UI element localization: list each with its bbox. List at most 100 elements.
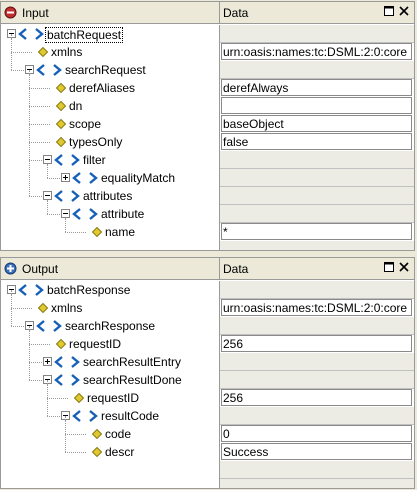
- tree-connector: [47, 200, 48, 214]
- tree-row[interactable]: batchRequest: [1, 25, 414, 43]
- tree-row[interactable]: resultCode: [1, 380, 414, 425]
- value-field[interactable]: derefAlways: [221, 79, 412, 96]
- maximize-icon[interactable]: [383, 5, 395, 17]
- filler-row: [1, 461, 414, 479]
- element-label: equalityMatch: [101, 171, 176, 185]
- attribute-icon: [38, 303, 48, 313]
- element-label: searchResultEntry: [83, 355, 182, 369]
- tree-row[interactable]: batchResponse: [1, 281, 414, 299]
- value-text: 0: [223, 427, 230, 441]
- value-field[interactable]: false: [221, 133, 412, 150]
- tree-row[interactable]: equalityMatch: [1, 164, 414, 187]
- tree-cell: xmlns: [1, 38, 220, 61]
- value-field[interactable]: urn:oasis:names:tc:DSML:2:0:core: [221, 299, 412, 316]
- tree-row[interactable]: descr Success: [1, 416, 414, 461]
- attribute-label: descr: [105, 445, 135, 459]
- element-label: searchResponse: [65, 319, 156, 333]
- tree-row[interactable]: searchRequest: [1, 34, 414, 79]
- tree-row[interactable]: code 0: [1, 420, 414, 443]
- plus-circle-icon[interactable]: [4, 262, 17, 275]
- element-label: filter: [83, 153, 106, 167]
- tree-row[interactable]: scope baseObject: [1, 70, 414, 133]
- close-icon[interactable]: [398, 261, 410, 273]
- value-text: false: [223, 135, 249, 149]
- tree-row[interactable]: attribute: [1, 200, 414, 223]
- attribute-label: dn: [69, 99, 83, 113]
- tree-connector: [29, 88, 50, 89]
- collapse-icon[interactable]: [43, 191, 52, 200]
- value-field[interactable]: [221, 97, 412, 114]
- attribute-icon: [92, 429, 102, 439]
- tree-cell: dn: [1, 70, 220, 115]
- attribute-icon: [92, 227, 102, 237]
- tree-cell: searchResultEntry: [1, 326, 220, 371]
- attribute-label: scope: [69, 117, 102, 131]
- element-icon: [54, 190, 80, 202]
- tree-cell: searchResponse: [1, 290, 220, 335]
- tree-cell: attribute: [1, 200, 220, 223]
- panel-splitter[interactable]: [0, 251, 417, 257]
- attribute-icon: [56, 339, 66, 349]
- data-column-header[interactable]: Data: [223, 6, 249, 20]
- data-column-header[interactable]: Data: [223, 262, 249, 276]
- output-panel-title: Output: [22, 262, 59, 276]
- filler-row: [1, 241, 414, 250]
- tree-row[interactable]: searchResultEntry: [1, 326, 414, 371]
- value-field[interactable]: 256: [221, 389, 412, 406]
- expand-icon[interactable]: [61, 173, 70, 182]
- tree-row[interactable]: filter: [1, 70, 414, 169]
- tree-column-header[interactable]: Output: [1, 258, 220, 279]
- window-buttons: [383, 5, 411, 17]
- tree-row[interactable]: derefAliases derefAlways: [1, 74, 414, 97]
- minus-circle-icon[interactable]: [4, 6, 17, 19]
- tree-cell: [1, 461, 220, 479]
- tree-cell: [1, 241, 220, 250]
- value-text: Success: [223, 445, 269, 459]
- attribute-icon: [38, 47, 48, 57]
- attribute-label: name: [105, 225, 136, 239]
- tree-cell: batchResponse: [1, 281, 220, 299]
- tree-connector: [29, 344, 50, 345]
- tree-row[interactable]: name *: [1, 218, 414, 241]
- tree-connector: [47, 398, 68, 399]
- tree-column-header[interactable]: Input: [1, 2, 220, 23]
- tree-row[interactable]: searchResultDone: [1, 326, 414, 389]
- element-label: searchResultDone: [83, 373, 182, 387]
- tree-row[interactable]: attributes: [1, 70, 414, 205]
- maximize-icon[interactable]: [383, 261, 395, 273]
- value-text: urn:oasis:names:tc:DSML:2:0:core: [223, 45, 408, 59]
- close-icon[interactable]: [398, 5, 410, 17]
- window-buttons: [383, 261, 411, 273]
- collapse-icon[interactable]: [61, 209, 70, 218]
- collapse-icon[interactable]: [43, 155, 52, 164]
- value-field[interactable]: Success: [221, 443, 412, 460]
- element-label: batchResponse: [47, 283, 131, 297]
- element-icon: [54, 374, 80, 386]
- tree-row[interactable]: dn: [1, 70, 414, 115]
- tree-connector: [47, 164, 48, 178]
- value-field[interactable]: urn:oasis:names:tc:DSML:2:0:core: [221, 43, 412, 60]
- empty-data-cell: [220, 461, 414, 479]
- empty-data-cell: [220, 25, 414, 43]
- tree-cell: searchResultDone: [1, 326, 220, 389]
- value-field[interactable]: 0: [221, 425, 412, 442]
- element-label: searchRequest: [65, 63, 146, 77]
- tree-row[interactable]: searchResponse: [1, 290, 414, 335]
- tree-connector: [11, 70, 24, 71]
- value-field[interactable]: *: [221, 223, 412, 240]
- attribute-icon: [92, 447, 102, 457]
- attribute-label: code: [105, 427, 132, 441]
- tree-connector: [47, 178, 60, 179]
- attribute-label: derefAliases: [69, 81, 136, 95]
- expand-icon[interactable]: [43, 357, 52, 366]
- value-field[interactable]: baseObject: [221, 115, 412, 132]
- value-field[interactable]: 256: [221, 335, 412, 352]
- tree-connector: [47, 214, 60, 215]
- element-icon: [36, 64, 62, 76]
